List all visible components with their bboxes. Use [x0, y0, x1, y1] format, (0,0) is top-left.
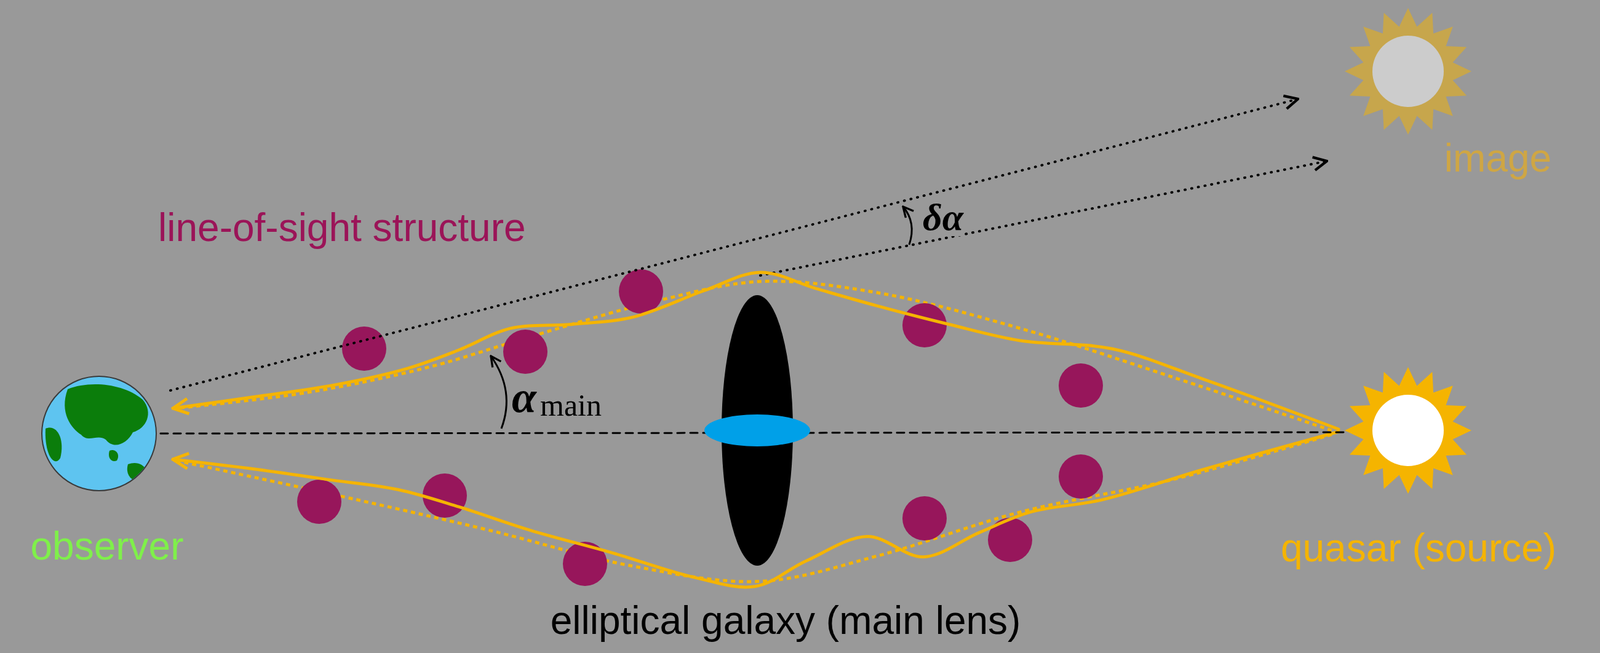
node-label: image — [1444, 138, 1552, 178]
observer-node: observer — [36, 372, 170, 496]
halo — [503, 329, 548, 375]
line-of-sight-halos — [297, 269, 1103, 587]
source-quasar: quasar (source) — [1341, 367, 1476, 494]
angle-symbol: α — [511, 375, 537, 420]
halo — [297, 479, 342, 525]
galaxy-icon — [719, 294, 795, 567]
unperturbed-rays — [178, 281, 1332, 582]
perturbed-direction — [760, 161, 1327, 276]
lensed-image: image — [1341, 7, 1476, 135]
angle-arc — [490, 356, 507, 429]
halo — [902, 496, 947, 541]
halo — [422, 473, 467, 518]
angle-symbol: δα — [922, 198, 964, 237]
node-label: observer — [30, 526, 184, 566]
faded-icon — [1341, 7, 1476, 135]
earth-icon — [36, 372, 170, 496]
region-label: line-of-sight structure — [158, 207, 526, 248]
lens-galaxy: elliptical galaxy (main lens) — [719, 294, 795, 567]
halo — [1058, 363, 1103, 408]
node-label: elliptical galaxy (main lens) — [550, 600, 1022, 641]
halo — [902, 303, 947, 348]
angle-subscript: main — [540, 390, 602, 421]
halo — [618, 269, 664, 314]
sun-icon — [1341, 367, 1476, 494]
node-label: quasar (source) — [1280, 528, 1557, 568]
halo — [342, 326, 387, 371]
angle-arc — [903, 206, 912, 245]
halo — [1058, 454, 1103, 499]
